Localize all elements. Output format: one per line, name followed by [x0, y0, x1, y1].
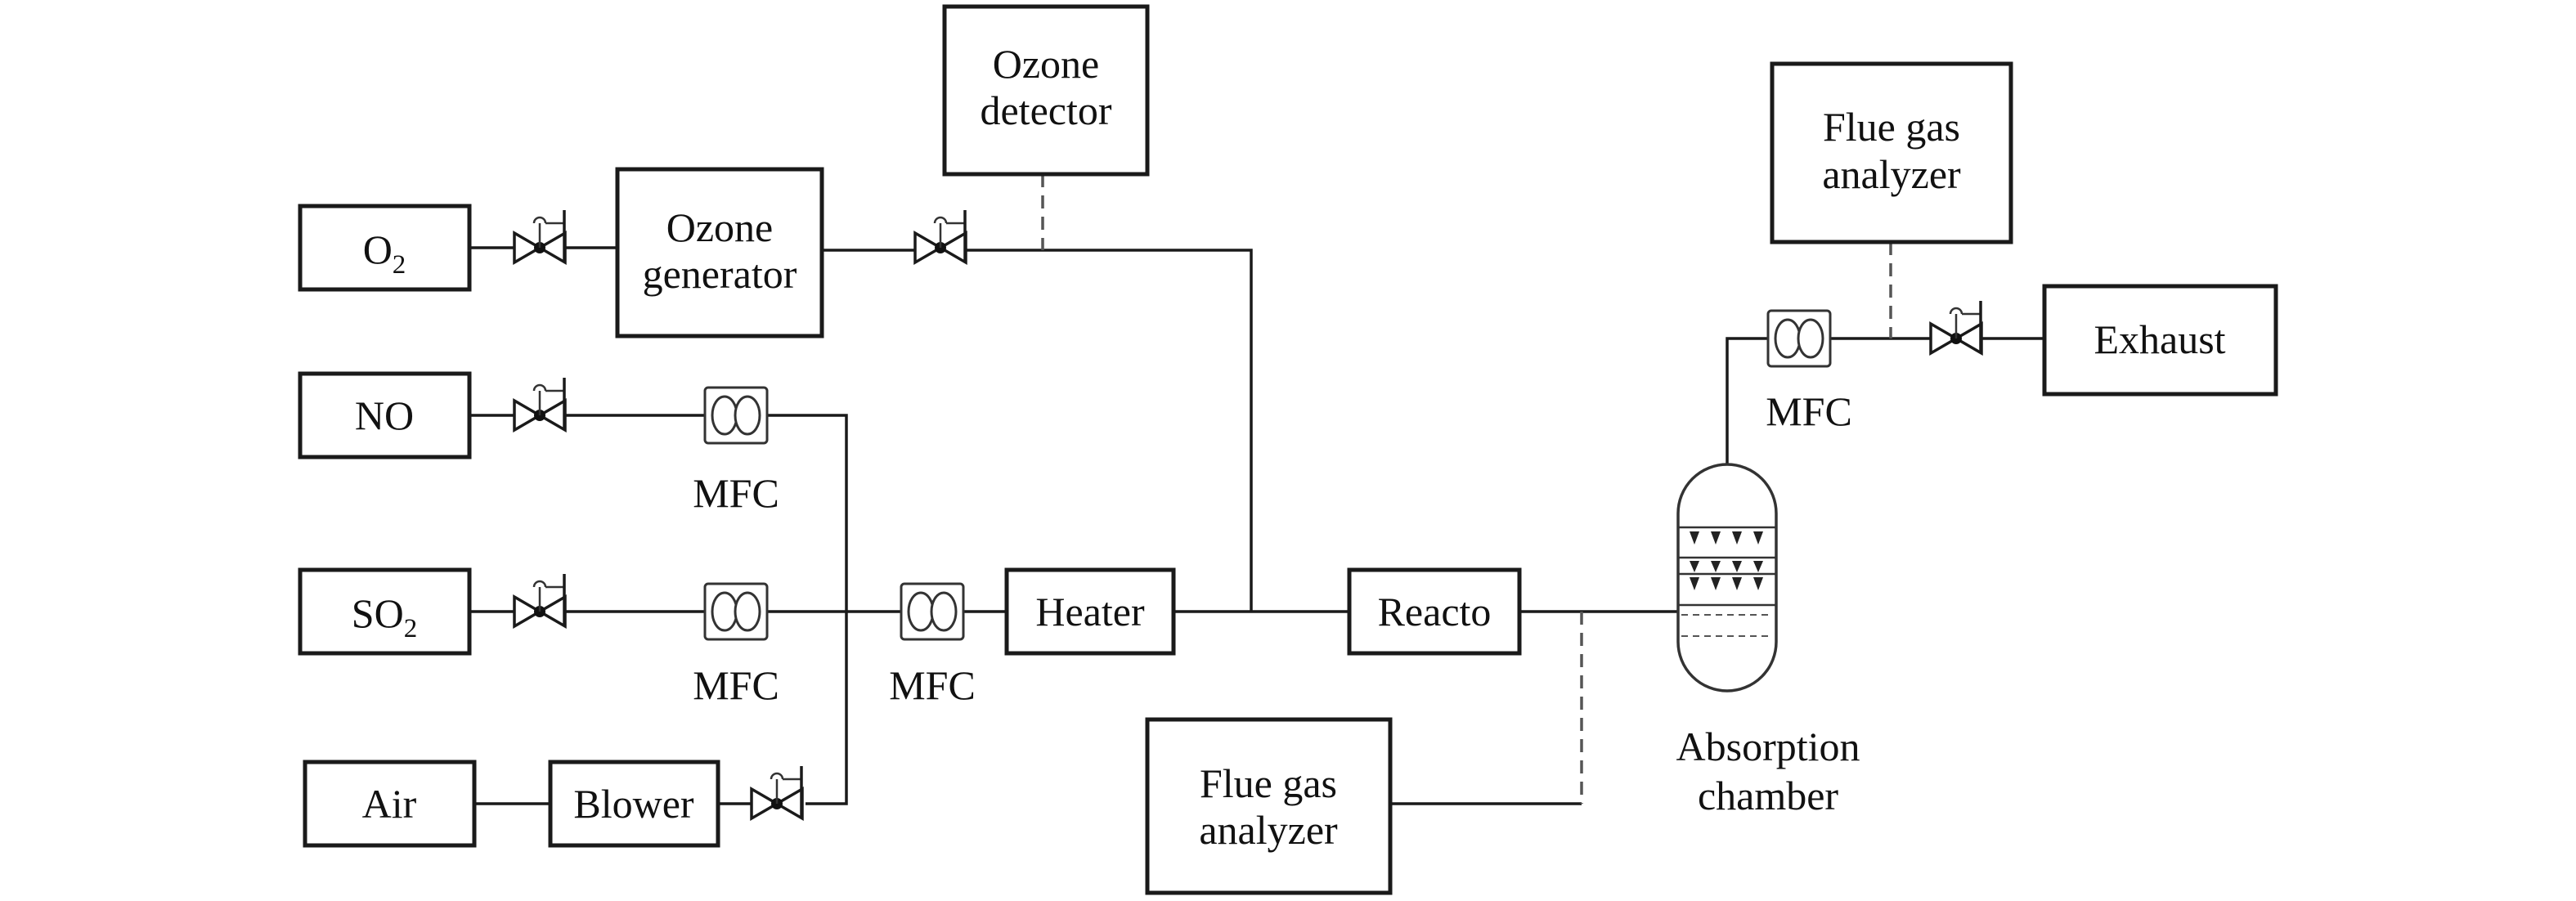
- absorption-chamber-label-line2: chamber: [1698, 773, 1838, 818]
- o2-subscript: 2: [393, 250, 406, 280]
- reactor-box: Reacto: [1347, 567, 1522, 656]
- so2-source-label: SO2: [352, 590, 417, 643]
- flue-gas-analyzer-top-box: Flue gas analyzer: [1770, 61, 2013, 244]
- signal-lines: [1041, 174, 1892, 804]
- reactor-label: Reacto: [1378, 589, 1492, 634]
- valve-blower-outlet[interactable]: [750, 766, 804, 822]
- pipe-chamber-outlet: [1726, 337, 2044, 466]
- so2-main: SO: [352, 590, 404, 636]
- pipe-no: [469, 414, 848, 805]
- spray-nozzles-row-1: [1690, 531, 1763, 545]
- exhaust-box: Exhaust: [2042, 284, 2278, 397]
- flue-gas-analyzer-top-label-line2: analyzer: [1822, 151, 1961, 197]
- no-source-box: NO: [298, 371, 472, 459]
- ozone-detector-label-line2: detector: [980, 87, 1111, 133]
- mfc-label-so2: MFC: [693, 662, 779, 708]
- flue-gas-analyzer-bottom-label-line1: Flue gas: [1200, 760, 1337, 806]
- mfc-so2[interactable]: [703, 582, 769, 641]
- valve-exhaust[interactable]: [1929, 301, 1983, 356]
- so2-source-box: SO2: [298, 567, 472, 656]
- mfc-label-outlet: MFC: [1766, 388, 1852, 434]
- flue-gas-analyzer-bottom-label-line2: analyzer: [1199, 807, 1338, 853]
- absorption-chamber: [1676, 463, 1778, 693]
- heater-label: Heater: [1035, 589, 1145, 634]
- mfc-no[interactable]: [703, 386, 769, 445]
- ozone-detector-label-line1: Ozone: [993, 41, 1100, 87]
- o2-main: O: [363, 226, 393, 272]
- flue-gas-analyzer-top-label-line1: Flue gas: [1823, 104, 1960, 150]
- valve-ozone-generator-outlet[interactable]: [913, 210, 967, 266]
- ozone-detector-box: Ozone detector: [942, 4, 1150, 177]
- pipe-ozone-generator-to-reactor: [822, 249, 1253, 612]
- o2-source-label: O2: [363, 226, 406, 280]
- ozone-generator-label-line1: Ozone: [666, 204, 774, 250]
- blower-box: Blower: [548, 760, 720, 848]
- air-source-label: Air: [362, 781, 417, 827]
- mfc-mixed[interactable]: [900, 582, 965, 641]
- heater-box: Heater: [1004, 567, 1176, 656]
- absorption-chamber-label-line1: Absorption: [1676, 724, 1860, 769]
- spray-nozzles-row-2: [1690, 561, 1763, 572]
- ozone-generator-box: Ozone generator: [615, 167, 824, 338]
- blower-label: Blower: [573, 781, 694, 827]
- flue-gas-analyzer-bottom-box: Flue gas analyzer: [1145, 717, 1393, 895]
- spray-nozzles-row-3: [1690, 577, 1763, 590]
- valve-no[interactable]: [513, 378, 567, 433]
- valve-o2[interactable]: [513, 210, 567, 266]
- o2-source-box: O2: [298, 204, 472, 292]
- mfc-label-no: MFC: [693, 470, 779, 516]
- mfc-outlet[interactable]: [1766, 309, 1832, 368]
- mfc-label-mixed: MFC: [889, 662, 976, 708]
- no-source-label: NO: [355, 392, 414, 438]
- absorption-chamber-vessel: [1676, 463, 1778, 693]
- so2-subscript: 2: [404, 614, 418, 643]
- ozone-generator-label-line2: generator: [643, 251, 797, 297]
- exhaust-label: Exhaust: [2094, 316, 2225, 362]
- air-source-box: Air: [303, 760, 477, 848]
- valve-so2[interactable]: [513, 574, 567, 630]
